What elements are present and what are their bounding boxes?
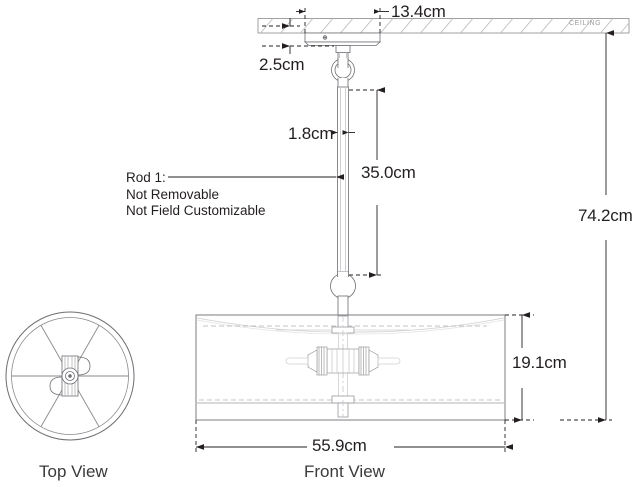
- ceiling-label: CEILING: [569, 20, 602, 27]
- top-view-label: Top View: [39, 462, 108, 481]
- dim-canopy-width: [296, 8, 389, 36]
- dim-label-overall-height: 74.2cm: [578, 206, 633, 225]
- rod-note-block: Rod 1: Not Removable Not Field Customiza…: [126, 170, 266, 220]
- lamp-shade-top-view: [5, 311, 135, 441]
- ball-joint: [330, 272, 356, 317]
- front-view-label: Front View: [304, 462, 385, 481]
- dim-label-shade-width: 55.9cm: [312, 436, 367, 455]
- shade-fitter: [276, 315, 410, 418]
- rod-note-title: Rod 1:: [126, 170, 166, 185]
- hanger-loop: [331, 45, 355, 88]
- dim-canopy-height: [262, 18, 334, 54]
- dim-label-canopy-width: 13.4cm: [391, 2, 446, 21]
- dim-label-rod-diameter: 1.8cm: [288, 124, 334, 143]
- dim-label-canopy-height: 2.5cm: [259, 55, 305, 74]
- bulb-socket-assembly: [285, 346, 401, 376]
- dim-label-shade-height: 19.1cm: [512, 353, 567, 372]
- rod-note-line-2: Not Removable: [126, 186, 220, 202]
- dim-overall-height: [560, 30, 614, 423]
- dim-rod-length: [349, 87, 385, 278]
- dim-shade-width: [195, 420, 513, 453]
- dim-label-rod-length: 35.0cm: [361, 163, 416, 182]
- rod-note-line-3: Not Field Customizable: [126, 203, 266, 218]
- ceiling-band: [257, 18, 630, 34]
- canopy-plate: [303, 32, 382, 46]
- dim-shade-height: [505, 312, 534, 423]
- top-view-hub: [49, 355, 91, 397]
